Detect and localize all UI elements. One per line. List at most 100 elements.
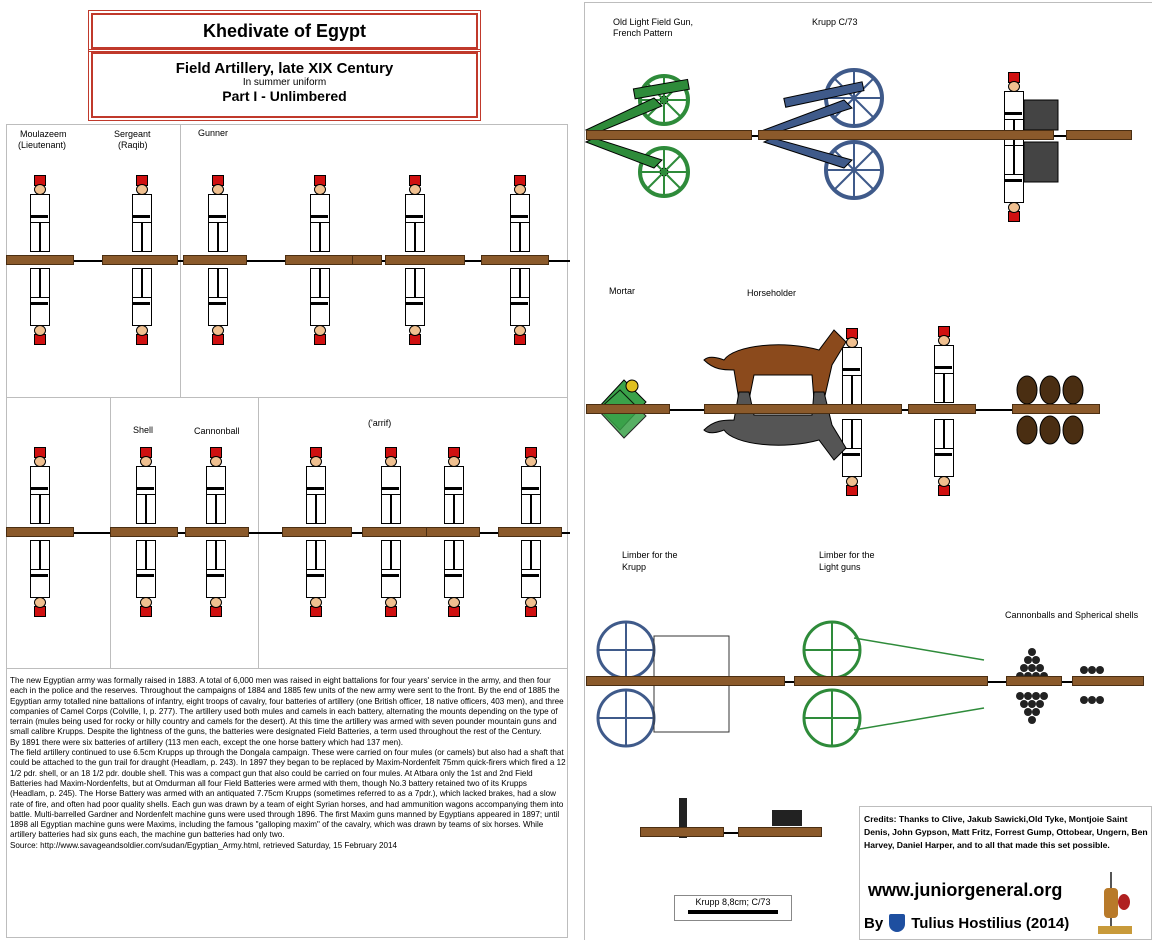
- history-text: The new Egyptian army was formally raise…: [10, 676, 566, 851]
- panel-guns: [584, 2, 1152, 940]
- byline: By Tulius Hostilius (2014): [864, 914, 1069, 932]
- label-limber-light-sub: Light guns: [819, 562, 861, 572]
- krupp-88-box: Krupp 8,8cm; C/73: [674, 895, 792, 921]
- equipment-base: [1066, 130, 1132, 140]
- krupp-88-bar: [688, 910, 778, 914]
- soldier-figure: [200, 537, 230, 617]
- equipment-base: [758, 130, 1054, 140]
- soldier-figure: [126, 265, 156, 345]
- equipment-base: [1072, 676, 1144, 686]
- soldier-figure: [304, 175, 334, 255]
- figure-base: [183, 255, 247, 265]
- label-lieutenant-sub: (Lieutenant): [18, 140, 67, 150]
- uniform-note: In summer uniform: [242, 77, 327, 88]
- soldier-figure: [375, 537, 405, 617]
- figure-base: [426, 527, 480, 537]
- figure-base: [352, 255, 382, 265]
- soldier-figure: [438, 537, 468, 617]
- figure-base: [6, 527, 74, 537]
- soldier-figure: [300, 447, 330, 527]
- label-mortar: Mortar: [609, 286, 636, 296]
- label-lieutenant: Moulazeem: [20, 129, 67, 139]
- soldier-figure: [24, 447, 54, 527]
- history-paragraph-1: The new Egyptian army was formally raise…: [10, 676, 564, 737]
- part-title: Part I - Unlimbered: [222, 88, 347, 104]
- soldier-figure: [130, 537, 160, 617]
- figure-base: [385, 255, 465, 265]
- label-limber-krupp: Limber for the: [622, 550, 678, 560]
- label-limber-light: Limber for the: [819, 550, 875, 560]
- horse: [703, 329, 847, 461]
- label-old-gun: Old Light Field Gun,: [613, 17, 694, 27]
- label-sergeant: Sergeant: [114, 129, 151, 139]
- byline-by: By: [864, 914, 884, 932]
- soldier-figure: [300, 537, 330, 617]
- soldier-figure: [24, 537, 54, 617]
- soldier-figure: [375, 447, 405, 527]
- equipment-base: [908, 404, 976, 414]
- figure-base: [481, 255, 549, 265]
- equipment-base: [704, 404, 902, 414]
- equipment-base: [640, 827, 724, 837]
- soldier-figure: [304, 265, 334, 345]
- label-sergeant-sub: (Raqib): [118, 140, 148, 150]
- figure-base: [6, 255, 74, 265]
- equipment-connector: [640, 832, 820, 834]
- soldier-figure: [126, 175, 156, 255]
- history-paragraph-2: By 1891 there were six batteries of arti…: [10, 737, 404, 747]
- figure-base: [362, 527, 430, 537]
- label-krupp-88: Krupp 8,8cm; C/73: [695, 897, 771, 907]
- shield-icon: [889, 914, 906, 932]
- krupp-88-model: [679, 798, 802, 838]
- soldier-figure: [202, 265, 232, 345]
- website-link[interactable]: www.juniorgeneral.org: [868, 880, 1063, 900]
- equipment-base: [1006, 676, 1062, 686]
- label-limber-krupp-sub: Krupp: [622, 562, 647, 572]
- soldier-figure: [399, 265, 429, 345]
- equipment-base: [586, 676, 785, 686]
- soldier-figure: [504, 265, 534, 345]
- figure-base: [285, 255, 353, 265]
- history-source: Source: http://www.savageandsoldier.com/…: [10, 840, 398, 850]
- label-gunner: Gunner: [198, 128, 229, 138]
- soldier-figure: [504, 175, 534, 255]
- figure-base: [102, 255, 178, 265]
- figure-base: [282, 527, 352, 537]
- figure-base: [185, 527, 249, 537]
- soldier-figure: [928, 326, 958, 406]
- soldier-figure: [836, 328, 866, 408]
- soldier-figure: [438, 447, 468, 527]
- barrels: [1016, 375, 1084, 445]
- soldier-figure: [515, 537, 545, 617]
- equipment-base: [738, 827, 822, 837]
- byline-author: Tulius Hostilius (2014): [911, 914, 1070, 932]
- label-cannonballs: Cannonballs and Spherical shells: [1005, 610, 1139, 620]
- limber-light: [802, 620, 985, 748]
- equipment-base: [586, 404, 670, 414]
- soldier-figure: [24, 175, 54, 255]
- equipment-base: [794, 676, 988, 686]
- label-arrif: ('arrif): [368, 418, 392, 428]
- label-shell: Shell: [133, 425, 154, 435]
- page-subtitle: Field Artillery, late XIX Century: [175, 60, 394, 77]
- soldier-figure: [130, 447, 160, 527]
- soldier-figure: [202, 175, 232, 255]
- subtitle-box: Field Artillery, late XIX Century In sum…: [88, 49, 481, 121]
- title-box: Khedivate of Egypt: [88, 10, 481, 52]
- cannonball-pyramid: [1016, 648, 1104, 724]
- old-light-field-gun: [584, 74, 690, 198]
- equipment-base: [1012, 404, 1100, 414]
- soldier-figure: [515, 447, 545, 527]
- soldier-figure: [399, 175, 429, 255]
- roman-soldier-logo: [1098, 868, 1132, 934]
- page-title: Khedivate of Egypt: [202, 21, 367, 41]
- label-horseholder: Horseholder: [747, 288, 797, 298]
- label-cannonball: Cannonball: [194, 426, 240, 436]
- figure-base: [110, 527, 178, 537]
- krupp-c73-gun: [762, 68, 884, 200]
- panel-credits: [859, 806, 1152, 940]
- panel-history: [6, 668, 568, 938]
- equipment-base: [586, 130, 752, 140]
- soldier-figure: [200, 447, 230, 527]
- history-paragraph-3: The field artillery continued to use 6.5…: [10, 748, 566, 840]
